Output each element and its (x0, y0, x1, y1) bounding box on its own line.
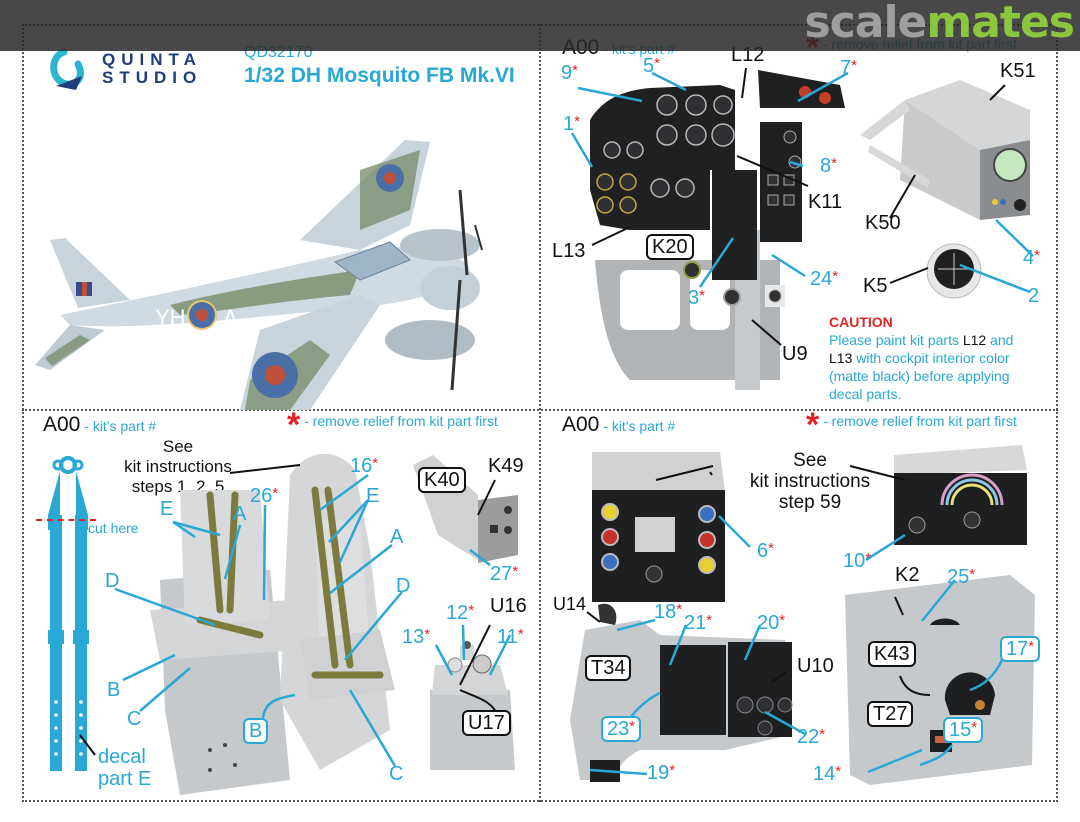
decal-label-21: 21* (684, 612, 713, 634)
caution-note: CAUTION Please paint kit parts L12 and L… (829, 314, 1014, 402)
part-label-k50: K50 (865, 212, 901, 234)
belt-label-c-left: C (127, 708, 142, 730)
decal-label-13: 13* (402, 626, 431, 648)
belt-label-d-left: D (105, 570, 120, 592)
decal-label-8: 8* (820, 155, 837, 177)
scalemates-watermark: scalemates (804, 0, 1075, 48)
see-instructions-step59: See kit instructions step 59 (749, 450, 871, 513)
belt-label-a-left: A (233, 503, 247, 525)
part-label-u10: U10 (797, 655, 834, 677)
decal-label-6: 6* (757, 540, 774, 562)
part-label-u9: U9 (782, 343, 808, 365)
part-label-k2: K2 (895, 564, 920, 586)
part-label-u14: U14 (553, 594, 587, 614)
cut-here-label: cut here (88, 520, 139, 536)
vertical-divider (539, 24, 541, 802)
belt-label-c-right: C (389, 763, 404, 785)
decal-label-4: 4* (1023, 247, 1040, 269)
svg-text:A: A (223, 305, 238, 330)
aircraft-illustration: YH A (30, 130, 530, 410)
part-label-k40: K40 (418, 467, 466, 493)
part-label-k51: K51 (1000, 60, 1036, 82)
compass-k5 (926, 243, 982, 299)
decal-label-7: 7* (840, 57, 857, 79)
decal-label-23: 23* (601, 716, 642, 742)
decal-label-26: 26* (250, 485, 279, 507)
decal-label-10: 10* (843, 550, 872, 572)
decal-label-16: 16* (350, 455, 379, 477)
legend-remove-relief-br: * - remove relief from kit part first (806, 406, 1017, 444)
caution-title: CAUTION (829, 314, 893, 330)
decal-label-18: 18* (654, 601, 683, 623)
quinta-logo-icon (50, 48, 84, 90)
belt-label-a-right: A (390, 526, 404, 548)
decal-label-19: 19* (647, 762, 676, 784)
decal-label-5: 5* (643, 55, 660, 77)
decal-label-27: 27* (490, 563, 519, 585)
instrument-panel-k20 (540, 60, 850, 390)
part-label-t34: T34 (585, 655, 632, 681)
belt-label-d-right: D (396, 575, 411, 597)
part-label-k5: K5 (863, 275, 888, 297)
decal-label-20: 20* (757, 612, 786, 634)
part-label-u16: U16 (490, 595, 527, 617)
belt-label-e-left: E (160, 498, 174, 520)
legend-kit-part-br: A00 - kit's part # (562, 413, 676, 436)
decal-label-1: 1* (563, 113, 580, 135)
legend-kit-part-bl: A00 - kit's part # (43, 413, 157, 436)
part-label-l13: L13 (552, 240, 586, 262)
logo-line1: QUINTA (102, 50, 202, 69)
part-label-k20: K20 (646, 234, 694, 260)
decal-label-2: 2 (1028, 285, 1040, 307)
part-label-k11: K11 (808, 191, 843, 213)
decal-label-15: 15* (943, 717, 984, 743)
decal-label-25: 25* (947, 566, 976, 588)
decal-label-22: 22* (797, 726, 826, 748)
part-label-k49: K49 (488, 455, 524, 477)
seat-belt-decal-e (40, 455, 100, 775)
watermark-band (0, 0, 1080, 51)
radio-receiver-decal-10 (892, 445, 1032, 545)
part-label-t27: T27 (867, 701, 914, 727)
part-label-k43: K43 (868, 641, 916, 667)
decal-part-e-label: decal part E (98, 746, 152, 790)
logo-line2: STUDIO (102, 68, 203, 87)
legend-remove-relief-bl: * - remove relief from kit part first (287, 406, 498, 444)
brand-logo: QUINTA STUDIO (44, 44, 204, 94)
belt-label-b-boxed: B (243, 718, 269, 744)
decal-label-3: 3* (688, 287, 705, 309)
horizontal-divider (22, 409, 1058, 411)
decal-label-14: 14* (813, 763, 842, 785)
part-label-u17: U17 (462, 710, 511, 736)
decal-label-12: 12* (446, 602, 475, 624)
aircraft-codes: YH (155, 305, 186, 330)
decal-label-11: 11* (497, 626, 524, 648)
control-box-decal-6 (590, 452, 730, 602)
product-title: 1/32 DH Mosquito FB Mk.VI (244, 64, 515, 87)
belt-label-b-left: B (107, 679, 121, 701)
cut-line (36, 519, 96, 521)
mosquito-aircraft-icon: YH A (35, 140, 483, 410)
decal-label-17: 17* (1000, 636, 1041, 662)
belt-label-e-right: E (366, 485, 380, 507)
decal-label-24: 24* (810, 268, 839, 290)
decal-label-9: 9* (561, 62, 578, 84)
